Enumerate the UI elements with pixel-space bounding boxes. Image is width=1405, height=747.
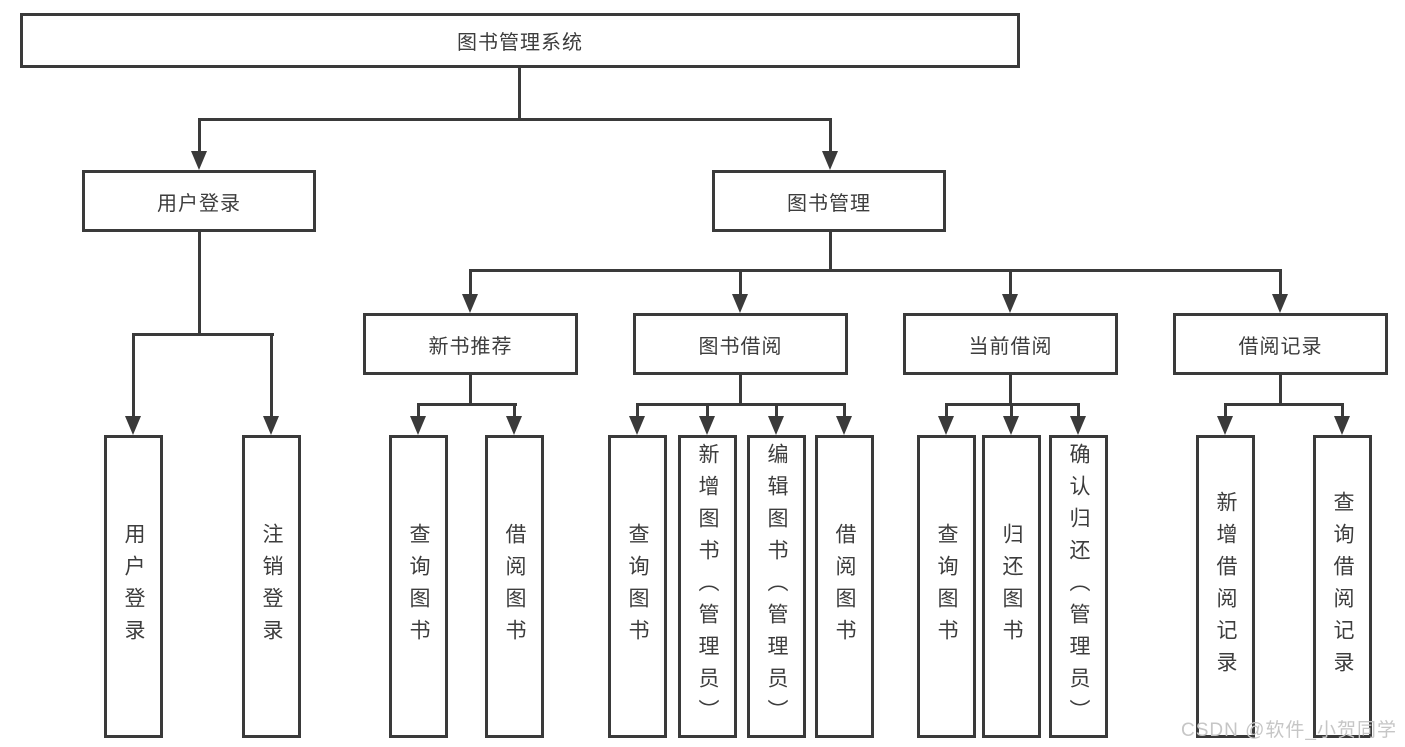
node-new-book-recommend: 新书推荐 — [363, 313, 578, 375]
leaf-search-books-recommend: 查询图书 — [389, 435, 448, 738]
leaf-add-books-admin: 新增图书（管理员） — [678, 435, 737, 738]
connector-book-mgmt-stem — [829, 232, 832, 272]
arrowhead-current-borrow — [1002, 294, 1018, 313]
connector-new-books-stem — [469, 375, 472, 406]
node-user-login: 用户登录 — [82, 170, 316, 232]
connector-drop-current-borrow — [1009, 269, 1012, 297]
connector-drop-new-books — [469, 269, 472, 297]
connector-drop-book-borrow — [739, 269, 742, 297]
connector-level2-rail — [198, 118, 832, 121]
leaf-search-borrow-record: 查询借阅记录 — [1313, 435, 1372, 738]
arrowhead — [629, 416, 645, 435]
csdn-watermark: CSDN @软件_小贺同学 — [1181, 720, 1397, 741]
connector-new-books-rail — [417, 403, 517, 406]
node-book-management: 图书管理 — [712, 170, 946, 232]
connector-drop-borrow-records — [1279, 269, 1282, 297]
connector-drop-book-mgmt — [829, 118, 832, 154]
connector-drop — [1010, 403, 1013, 418]
arrowhead — [699, 416, 715, 435]
connector-borrow-records-rail — [1224, 403, 1344, 406]
leaf-add-borrow-record: 新增借阅记录 — [1196, 435, 1255, 738]
arrowhead-new-books — [462, 294, 478, 313]
leaf-search-books-current: 查询图书 — [917, 435, 976, 738]
arrowhead-leaf-login — [125, 416, 141, 435]
arrowhead — [768, 416, 784, 435]
leaf-borrow-books-borrowing: 借阅图书 — [815, 435, 874, 738]
connector-drop — [945, 403, 948, 418]
connector-root-stem — [518, 68, 521, 120]
arrowhead — [1217, 416, 1233, 435]
connector-drop — [706, 403, 709, 418]
connector-user-login-stem — [198, 232, 201, 336]
connector-user-login-rail — [132, 333, 274, 336]
leaf-borrow-books-recommend: 借阅图书 — [485, 435, 544, 738]
connector-level3-rail — [469, 269, 1282, 272]
connector-drop — [636, 403, 639, 418]
arrowhead — [506, 416, 522, 435]
leaf-edit-books-admin: 编辑图书（管理员） — [747, 435, 806, 738]
arrowhead — [1334, 416, 1350, 435]
arrowhead — [938, 416, 954, 435]
arrowhead-leaf-logout — [263, 416, 279, 435]
arrowhead — [1003, 416, 1019, 435]
leaf-logout: 注销登录 — [242, 435, 301, 738]
connector-drop — [1224, 403, 1227, 418]
leaf-search-books-borrowing: 查询图书 — [608, 435, 667, 738]
connector-borrow-records-stem — [1279, 375, 1282, 406]
arrowhead — [410, 416, 426, 435]
connector-book-borrow-rail — [636, 403, 846, 406]
connector-drop-leaf-logout — [270, 333, 273, 418]
connector-drop-leaf-login — [132, 333, 135, 418]
connector-drop — [843, 403, 846, 418]
node-book-management-system: 图书管理系统 — [20, 13, 1020, 68]
arrowhead-book-borrow — [732, 294, 748, 313]
leaf-user-login: 用户登录 — [104, 435, 163, 738]
leaf-return-books: 归还图书 — [982, 435, 1041, 738]
arrowhead — [1070, 416, 1086, 435]
node-current-borrowing: 当前借阅 — [903, 313, 1118, 375]
connector-drop — [775, 403, 778, 418]
arrowhead-user-login — [191, 151, 207, 170]
arrowhead-book-mgmt — [822, 151, 838, 170]
connector-current-borrow-stem — [1009, 375, 1012, 406]
arrowhead-borrow-records — [1272, 294, 1288, 313]
connector-drop — [417, 403, 420, 418]
node-borrowing-records: 借阅记录 — [1173, 313, 1388, 375]
leaf-confirm-return-admin: 确认归还（管理员） — [1049, 435, 1108, 738]
connector-drop — [1077, 403, 1080, 418]
connector-book-borrow-stem — [739, 375, 742, 406]
connector-drop-user-login — [198, 118, 201, 154]
node-book-borrowing: 图书借阅 — [633, 313, 848, 375]
connector-drop — [1341, 403, 1344, 418]
arrowhead — [836, 416, 852, 435]
connector-drop — [513, 403, 516, 418]
